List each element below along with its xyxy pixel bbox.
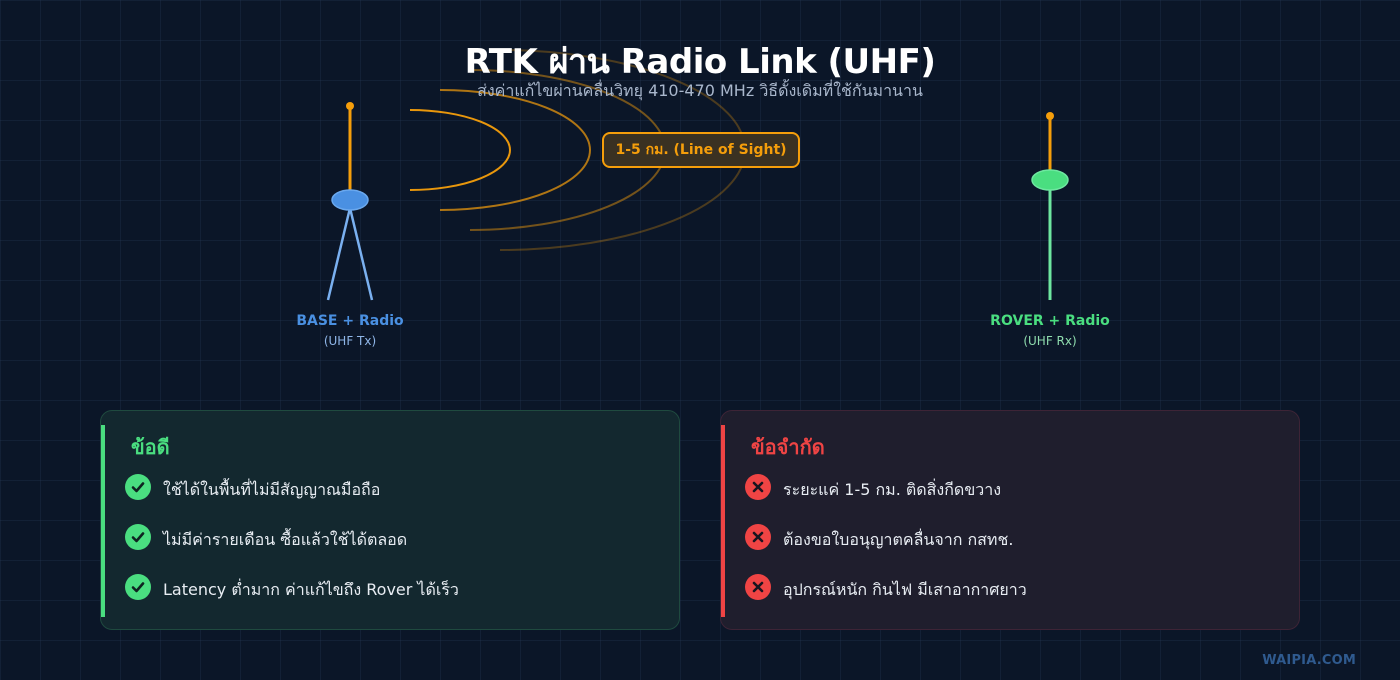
cons-item-text: อุปกรณ์หนัก กินไฟ มีเสาอากาศยาว (783, 579, 1027, 599)
pros-list-item: ใช้ได้ในพื้นที่ไม่มีสัญญาณมือถือ (125, 474, 459, 503)
pros-list-item: Latency ต่ำมาก ค่าแก้ไขถึง Rover ได้เร็ว (125, 574, 459, 603)
cons-list-item: ต้องขอใบอนุญาตคลื่นจาก กสทช. (745, 524, 1027, 553)
x-circle-icon (745, 474, 771, 500)
cons-item-text: ระยะแค่ 1-5 กม. ติดสิ่งกีดขวาง (783, 479, 1002, 499)
pros-card: ข้อดี ใช้ได้ในพื้นที่ไม่มีสัญญาณมือถือ ไ… (100, 410, 680, 630)
rover-antenna-icon (1031, 112, 1069, 300)
cons-card: ข้อจำกัด ระยะแค่ 1-5 กม. ติดสิ่งกีดขวาง … (720, 410, 1300, 630)
cons-list: ระยะแค่ 1-5 กม. ติดสิ่งกีดขวาง ต้องขอใบอ… (745, 474, 1027, 627)
cons-accent-bar (721, 425, 725, 617)
range-badge: 1-5 กม. (Line of Sight) (602, 132, 800, 168)
x-circle-icon (745, 574, 771, 600)
range-label-text: 1-5 กม. (Line of Sight) (615, 142, 787, 158)
radio-link-diagram (326, 49, 1069, 301)
pros-title: ข้อดี (131, 435, 170, 459)
pros-item-text: ไม่มีค่ารายเดือน ซื้อแล้วใช้ได้ตลอด (163, 529, 408, 549)
page-title: RTK ผ่าน Radio Link (UHF) (464, 42, 936, 82)
pros-list-item: ไม่มีค่ารายเดือน ซื้อแล้วใช้ได้ตลอด (125, 524, 459, 553)
cons-list-item: อุปกรณ์หนัก กินไฟ มีเสาอากาศยาว (745, 574, 1027, 603)
check-circle-icon (125, 474, 151, 500)
rover-label: ROVER + Radio (990, 313, 1110, 329)
pros-item-text: Latency ต่ำมาก ค่าแก้ไขถึง Rover ได้เร็ว (163, 579, 459, 599)
cons-list-item: ระยะแค่ 1-5 กม. ติดสิ่งกีดขวาง (745, 474, 1027, 503)
base-station-label: BASE + Radio (296, 313, 404, 329)
pros-list: ใช้ได้ในพื้นที่ไม่มีสัญญาณมือถือ ไม่มีค่… (125, 474, 459, 627)
page-subtitle: ส่งค่าแก้ไขผ่านคลื่นวิทยุ 410-470 MHz วิ… (477, 81, 923, 100)
x-circle-icon (745, 524, 771, 550)
brand-watermark: WAIPIA.COM (1262, 653, 1356, 668)
base-station-sublabel: (UHF Tx) (323, 334, 377, 348)
pros-accent-bar (101, 425, 105, 617)
pros-item-text: ใช้ได้ในพื้นที่ไม่มีสัญญาณมือถือ (163, 479, 381, 499)
cons-item-text: ต้องขอใบอนุญาตคลื่นจาก กสทช. (783, 529, 1014, 549)
cons-title: ข้อจำกัด (751, 435, 825, 459)
check-circle-icon (125, 574, 151, 600)
rover-sublabel: (UHF Rx) (1023, 334, 1077, 348)
check-circle-icon (125, 524, 151, 550)
base-antenna-icon (326, 102, 374, 301)
